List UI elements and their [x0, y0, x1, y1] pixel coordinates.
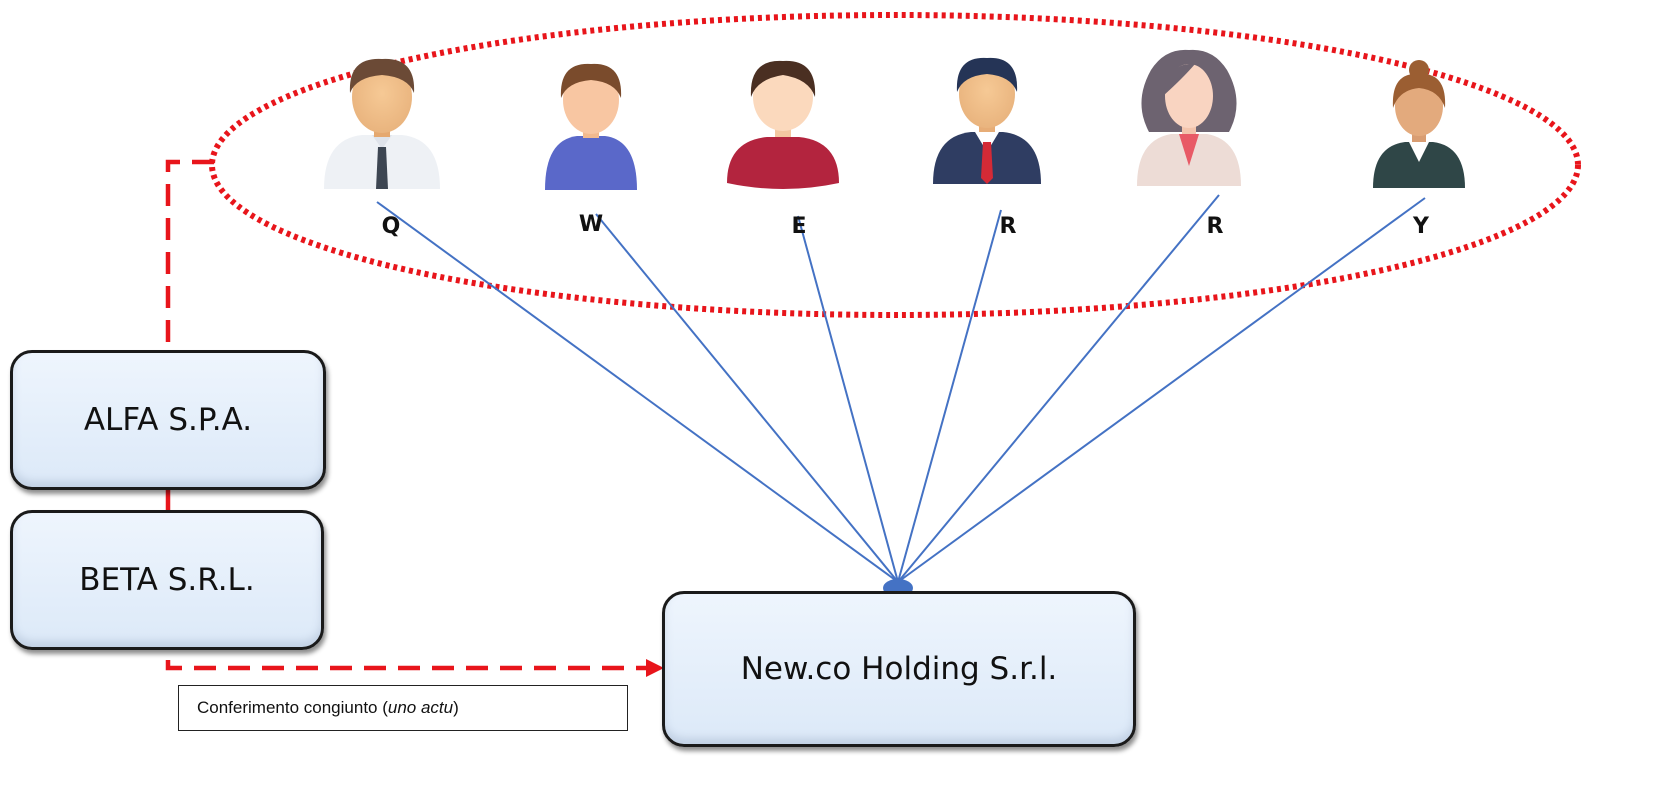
- contribution-caption-suffix: ): [453, 698, 459, 717]
- ownership-lines: [376, 194, 1426, 583]
- group-outline-ellipse: [209, 12, 1581, 318]
- member-label-e: E: [791, 214, 807, 239]
- woman-long-hair-icon: [1137, 49, 1241, 186]
- beta-company-box: BETA S.R.L.: [10, 510, 324, 650]
- man-white-shirt-tie-icon: [324, 58, 440, 189]
- ownership-line: [376, 201, 899, 583]
- member-label-q: Q: [381, 214, 401, 239]
- contribution-caption-prefix: Conferimento congiunto (: [197, 698, 388, 717]
- member-label-w: W: [578, 212, 604, 237]
- contribution-arrowhead: [646, 659, 664, 677]
- contribution-bracket-line: [165, 159, 648, 671]
- ownership-line: [595, 213, 899, 583]
- alfa-company-label: ALFA S.P.A.: [83, 402, 253, 438]
- holding-company-label: New.co Holding S.r.l.: [740, 651, 1058, 687]
- woman-bun-hair-icon: [1373, 60, 1465, 188]
- ownership-line: [897, 194, 1220, 583]
- ownership-line: [897, 209, 1002, 583]
- ownership-line: [897, 197, 1426, 583]
- member-label-y: Y: [1413, 214, 1429, 239]
- man-red-sweater-icon: [727, 60, 839, 189]
- member-label-r1: R: [999, 214, 1017, 239]
- ownership-line: [797, 215, 899, 583]
- beta-company-label: BETA S.R.L.: [79, 562, 255, 598]
- contribution-caption-box: Conferimento congiunto (uno actu): [178, 685, 628, 731]
- alfa-company-box: ALFA S.P.A.: [10, 350, 326, 490]
- man-blue-sweater-icon: [545, 63, 637, 190]
- man-suit-red-tie-icon: [933, 57, 1041, 184]
- holding-company-box: New.co Holding S.r.l.: [662, 591, 1136, 747]
- member-label-r2: R: [1206, 214, 1224, 239]
- contribution-caption-italic: uno actu: [387, 698, 454, 717]
